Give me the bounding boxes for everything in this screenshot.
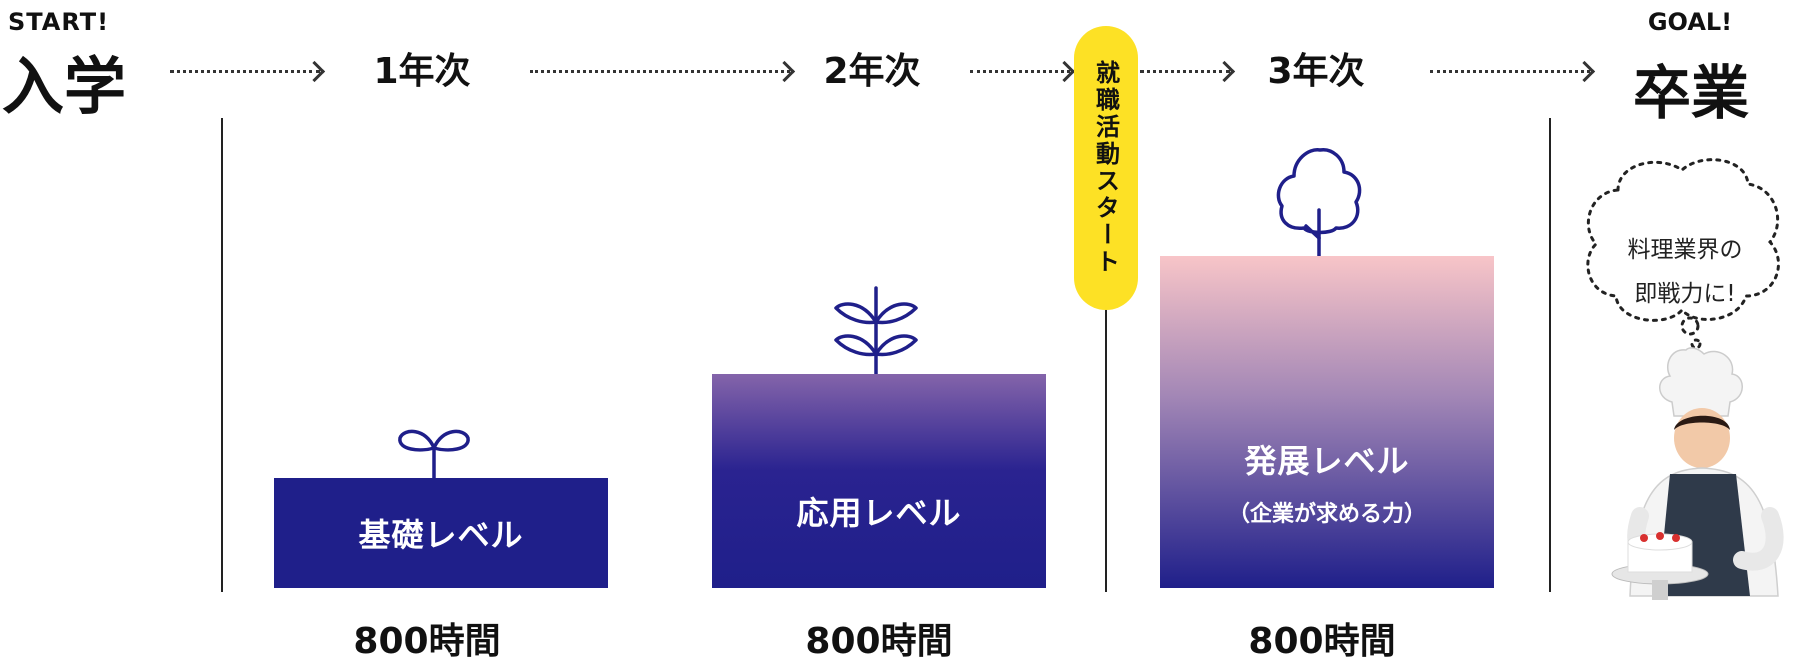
leaf-plant-icon [828,282,924,390]
level-2-hours: 800時間 [805,621,953,662]
speech-bubble-text: 料理業界の 即戦力に! [1590,228,1780,316]
chef-photo [1600,346,1820,610]
arrow-job-to-year3 [1140,70,1230,75]
level-1-box: 基礎レベル [274,478,608,588]
year-1-label: 1年次 [373,51,471,92]
thought-bubble [1578,150,1790,354]
tree-icon [1274,142,1364,262]
sprout-icon [396,420,472,486]
goal-title: 卒業 [1632,59,1749,127]
start-label: START! [8,8,110,36]
divider-line [221,118,223,592]
year-3-label: 3年次 [1267,51,1365,92]
level-2-box: 応用レベル [712,374,1046,588]
level-3-sub: （企業が求める力） [1227,502,1426,527]
level-2-label: 応用レベル [796,494,962,532]
level-3-box: 発展レベル （企業が求める力） [1160,256,1494,588]
start-title: 入学 [2,50,127,123]
level-1-hours: 800時間 [353,621,501,662]
arrow-year2-to-job [970,70,1070,75]
job-hunting-start-badge: 就職活動スタート [1074,26,1138,310]
level-3-hours: 800時間 [1248,621,1396,662]
arrow-start-to-year1 [170,70,320,75]
arrow-year3-to-goal [1430,70,1590,75]
divider-line [1549,118,1551,592]
arrow-year1-to-year2 [530,70,790,75]
level-3-label: 発展レベル [1244,442,1410,480]
level-1-label: 基礎レベル [358,516,524,554]
year-2-label: 2年次 [823,51,921,92]
job-hunting-start-text: 就職活動スタート [1091,60,1120,276]
speech-line-1: 料理業界の [1627,237,1743,263]
goal-label: GOAL! [1647,8,1733,36]
divider-line [1105,300,1107,592]
speech-line-2: 即戦力に! [1634,281,1736,307]
